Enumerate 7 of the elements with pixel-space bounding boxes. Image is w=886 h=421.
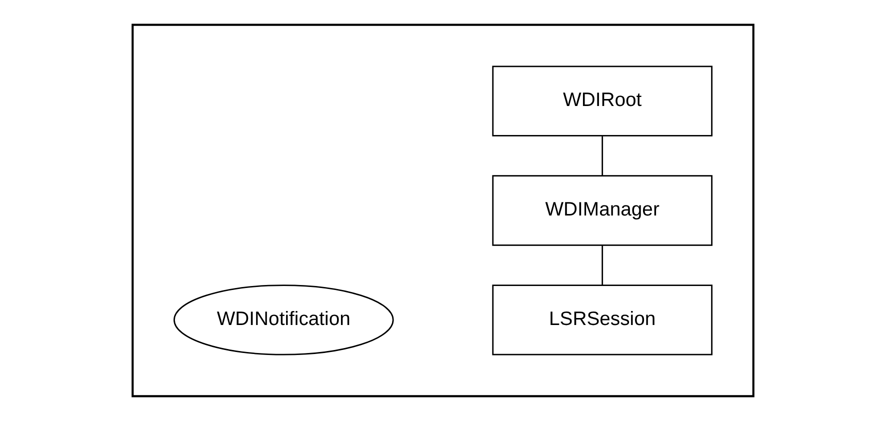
cluster bbox=[132, 24, 754, 398]
node-box: WDIManager bbox=[492, 175, 712, 246]
node-ellipse: WDINotification bbox=[174, 284, 394, 356]
connector bbox=[602, 136, 604, 176]
node-box: LSRSession bbox=[492, 284, 712, 356]
connector bbox=[602, 246, 604, 286]
node-box: WDIRoot bbox=[492, 66, 712, 136]
